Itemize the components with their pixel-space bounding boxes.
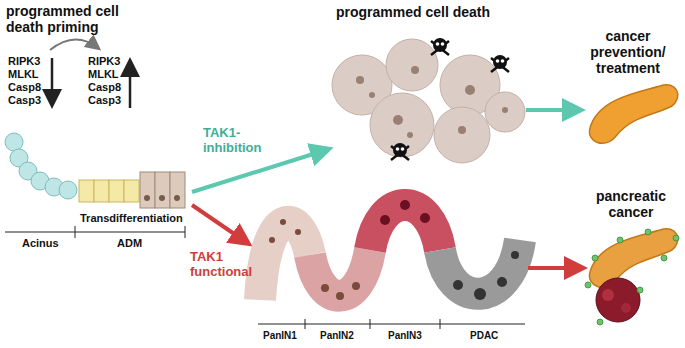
outcome-label: cancer prevention/ treatment [578, 28, 678, 76]
gene-label: Casp3 [8, 94, 41, 107]
condition-label: TAK1 functional [190, 250, 262, 280]
stage-label: PDAC [470, 330, 498, 342]
stage-label: Acinus [22, 237, 59, 250]
stage-label: PanIN1 [263, 330, 297, 342]
gene-label: MLKL [8, 68, 39, 81]
section-heading: programmed cell death priming [6, 3, 131, 35]
stage-label: PanIN2 [320, 330, 354, 342]
gene-label: Casp8 [88, 81, 121, 94]
outcome-label: pancreatic cancer [582, 188, 680, 220]
section-heading: programmed cell death [336, 4, 490, 20]
gene-label: Casp8 [8, 81, 41, 94]
gene-label: RIPK3 [8, 55, 40, 68]
gene-label: Casp3 [88, 94, 121, 107]
stage-label: PanIN3 [388, 330, 422, 342]
gene-label: RIPK3 [88, 55, 120, 68]
gene-label: MLKL [88, 68, 119, 81]
condition-label: TAK1-inhibition [203, 126, 273, 156]
process-label: Transdifferentiation [80, 212, 183, 225]
stage-label: ADM [117, 237, 142, 250]
